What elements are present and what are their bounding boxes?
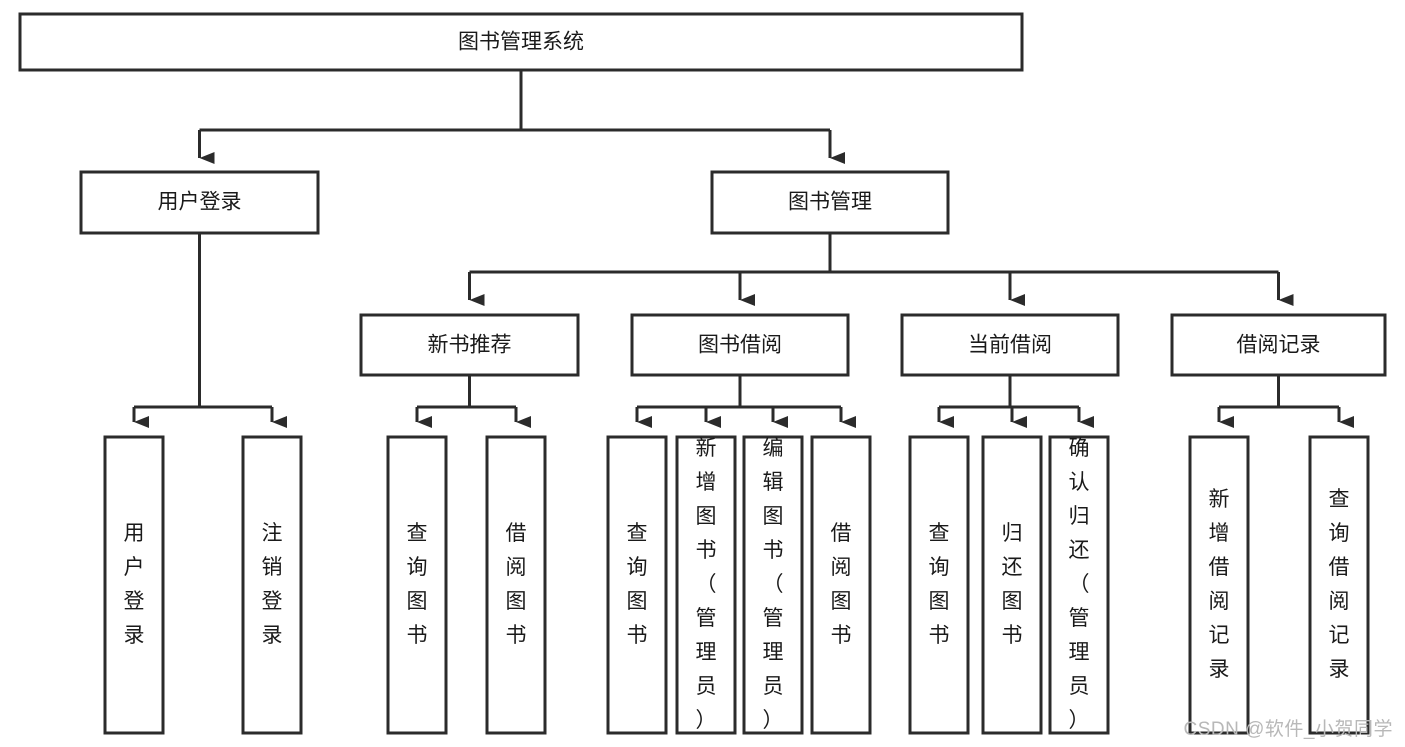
node-user-login-label: 用户登录 — [158, 191, 242, 214]
leaf-borrow-book-label: 借阅图书 — [831, 522, 852, 647]
leaf-query-book-newbook[interactable]: 查询图书 — [386, 435, 448, 735]
leaf-query-book-newbook-box — [386, 435, 448, 735]
node-user-login[interactable]: 用户登录 — [79, 170, 320, 235]
leaf-query-book-borrow-label: 查询图书 — [627, 522, 648, 647]
leaf-borrow-book[interactable]: 借阅图书 — [810, 435, 872, 735]
leaf-borrow-book-newbook-label: 借阅图书 — [506, 522, 527, 647]
connectors-newbook-to-leaves — [415, 375, 531, 428]
leaf-confirm-return-admin-label: 确认归还（管理员） — [1069, 437, 1090, 732]
node-root-system[interactable]: 图书管理系统 — [18, 12, 1024, 72]
leaf-query-borrow-record[interactable]: 查询借阅记录 — [1308, 435, 1370, 735]
leaf-logout-box — [241, 435, 303, 735]
leaf-return-book[interactable]: 归还图书 — [981, 435, 1043, 735]
node-borrow-records-label: 借阅记录 — [1237, 334, 1321, 357]
connectors-current-to-leaves — [937, 375, 1094, 428]
connectors-userlogin-to-leaves — [132, 233, 287, 428]
node-root-label: 图书管理系统 — [458, 31, 584, 54]
node-current-borrow-box — [900, 313, 1120, 377]
node-borrow-records[interactable]: 借阅记录 — [1170, 313, 1387, 377]
leaf-logout[interactable]: 注销登录 — [241, 435, 303, 735]
node-root-box — [18, 12, 1024, 72]
connectors-bookmgmt-to-level3 — [468, 233, 1294, 306]
node-new-book-recommend-box — [359, 313, 580, 377]
leaf-confirm-return-admin[interactable]: 确认归还（管理员） — [1048, 435, 1110, 735]
leaf-edit-book-admin-label: 编辑图书（管理员） — [763, 437, 784, 732]
node-book-borrow-box — [630, 313, 850, 377]
leaf-user-login-box — [103, 435, 165, 735]
leaf-user-login-label: 用户登录 — [124, 522, 145, 647]
leaf-add-borrow-record-label: 新增借阅记录 — [1209, 488, 1230, 681]
node-user-login-box — [79, 170, 320, 235]
leaf-edit-book-admin-box — [742, 435, 804, 735]
leaf-confirm-return-admin-box — [1048, 435, 1110, 735]
leaf-user-login[interactable]: 用户登录 — [103, 435, 165, 735]
leaf-query-book-borrow[interactable]: 查询图书 — [606, 435, 668, 735]
leaf-query-book-current-label: 查询图书 — [929, 522, 950, 647]
node-current-borrow[interactable]: 当前借阅 — [900, 313, 1120, 377]
leaf-query-book-current[interactable]: 查询图书 — [908, 435, 970, 735]
node-book-management-label: 图书管理 — [788, 191, 872, 214]
leaf-query-book-borrow-box — [606, 435, 668, 735]
leaf-borrow-book-box — [810, 435, 872, 735]
node-book-borrow[interactable]: 图书借阅 — [630, 313, 850, 377]
node-new-book-recommend-label: 新书推荐 — [428, 334, 512, 357]
connectors-root-to-level2 — [198, 70, 845, 164]
node-borrow-records-box — [1170, 313, 1387, 377]
leaf-query-book-current-box — [908, 435, 970, 735]
node-book-borrow-label: 图书借阅 — [698, 334, 782, 357]
leaf-query-book-newbook-label: 查询图书 — [407, 522, 428, 647]
connectors-records-to-leaves — [1217, 375, 1354, 428]
leaf-return-book-label: 归还图书 — [1002, 522, 1023, 647]
leaf-edit-book-admin[interactable]: 编辑图书（管理员） — [742, 435, 804, 735]
leaf-add-book-admin[interactable]: 新增图书（管理员） — [675, 435, 737, 735]
leaf-query-borrow-record-box — [1308, 435, 1370, 735]
leaf-logout-label: 注销登录 — [262, 522, 283, 647]
node-book-management-box — [710, 170, 950, 235]
leaf-return-book-box — [981, 435, 1043, 735]
node-new-book-recommend[interactable]: 新书推荐 — [359, 313, 580, 377]
leaf-borrow-book-newbook-box — [485, 435, 547, 735]
node-current-borrow-label: 当前借阅 — [968, 334, 1052, 357]
leaf-borrow-book-newbook[interactable]: 借阅图书 — [485, 435, 547, 735]
leaf-add-borrow-record-box — [1188, 435, 1250, 735]
leaf-query-borrow-record-label: 查询借阅记录 — [1329, 488, 1350, 681]
node-book-management[interactable]: 图书管理 — [710, 170, 950, 235]
leaf-add-borrow-record[interactable]: 新增借阅记录 — [1188, 435, 1250, 735]
connectors-borrow-to-leaves — [635, 375, 856, 428]
leaf-add-book-admin-box — [675, 435, 737, 735]
leaf-add-book-admin-label: 新增图书（管理员） — [696, 437, 717, 732]
